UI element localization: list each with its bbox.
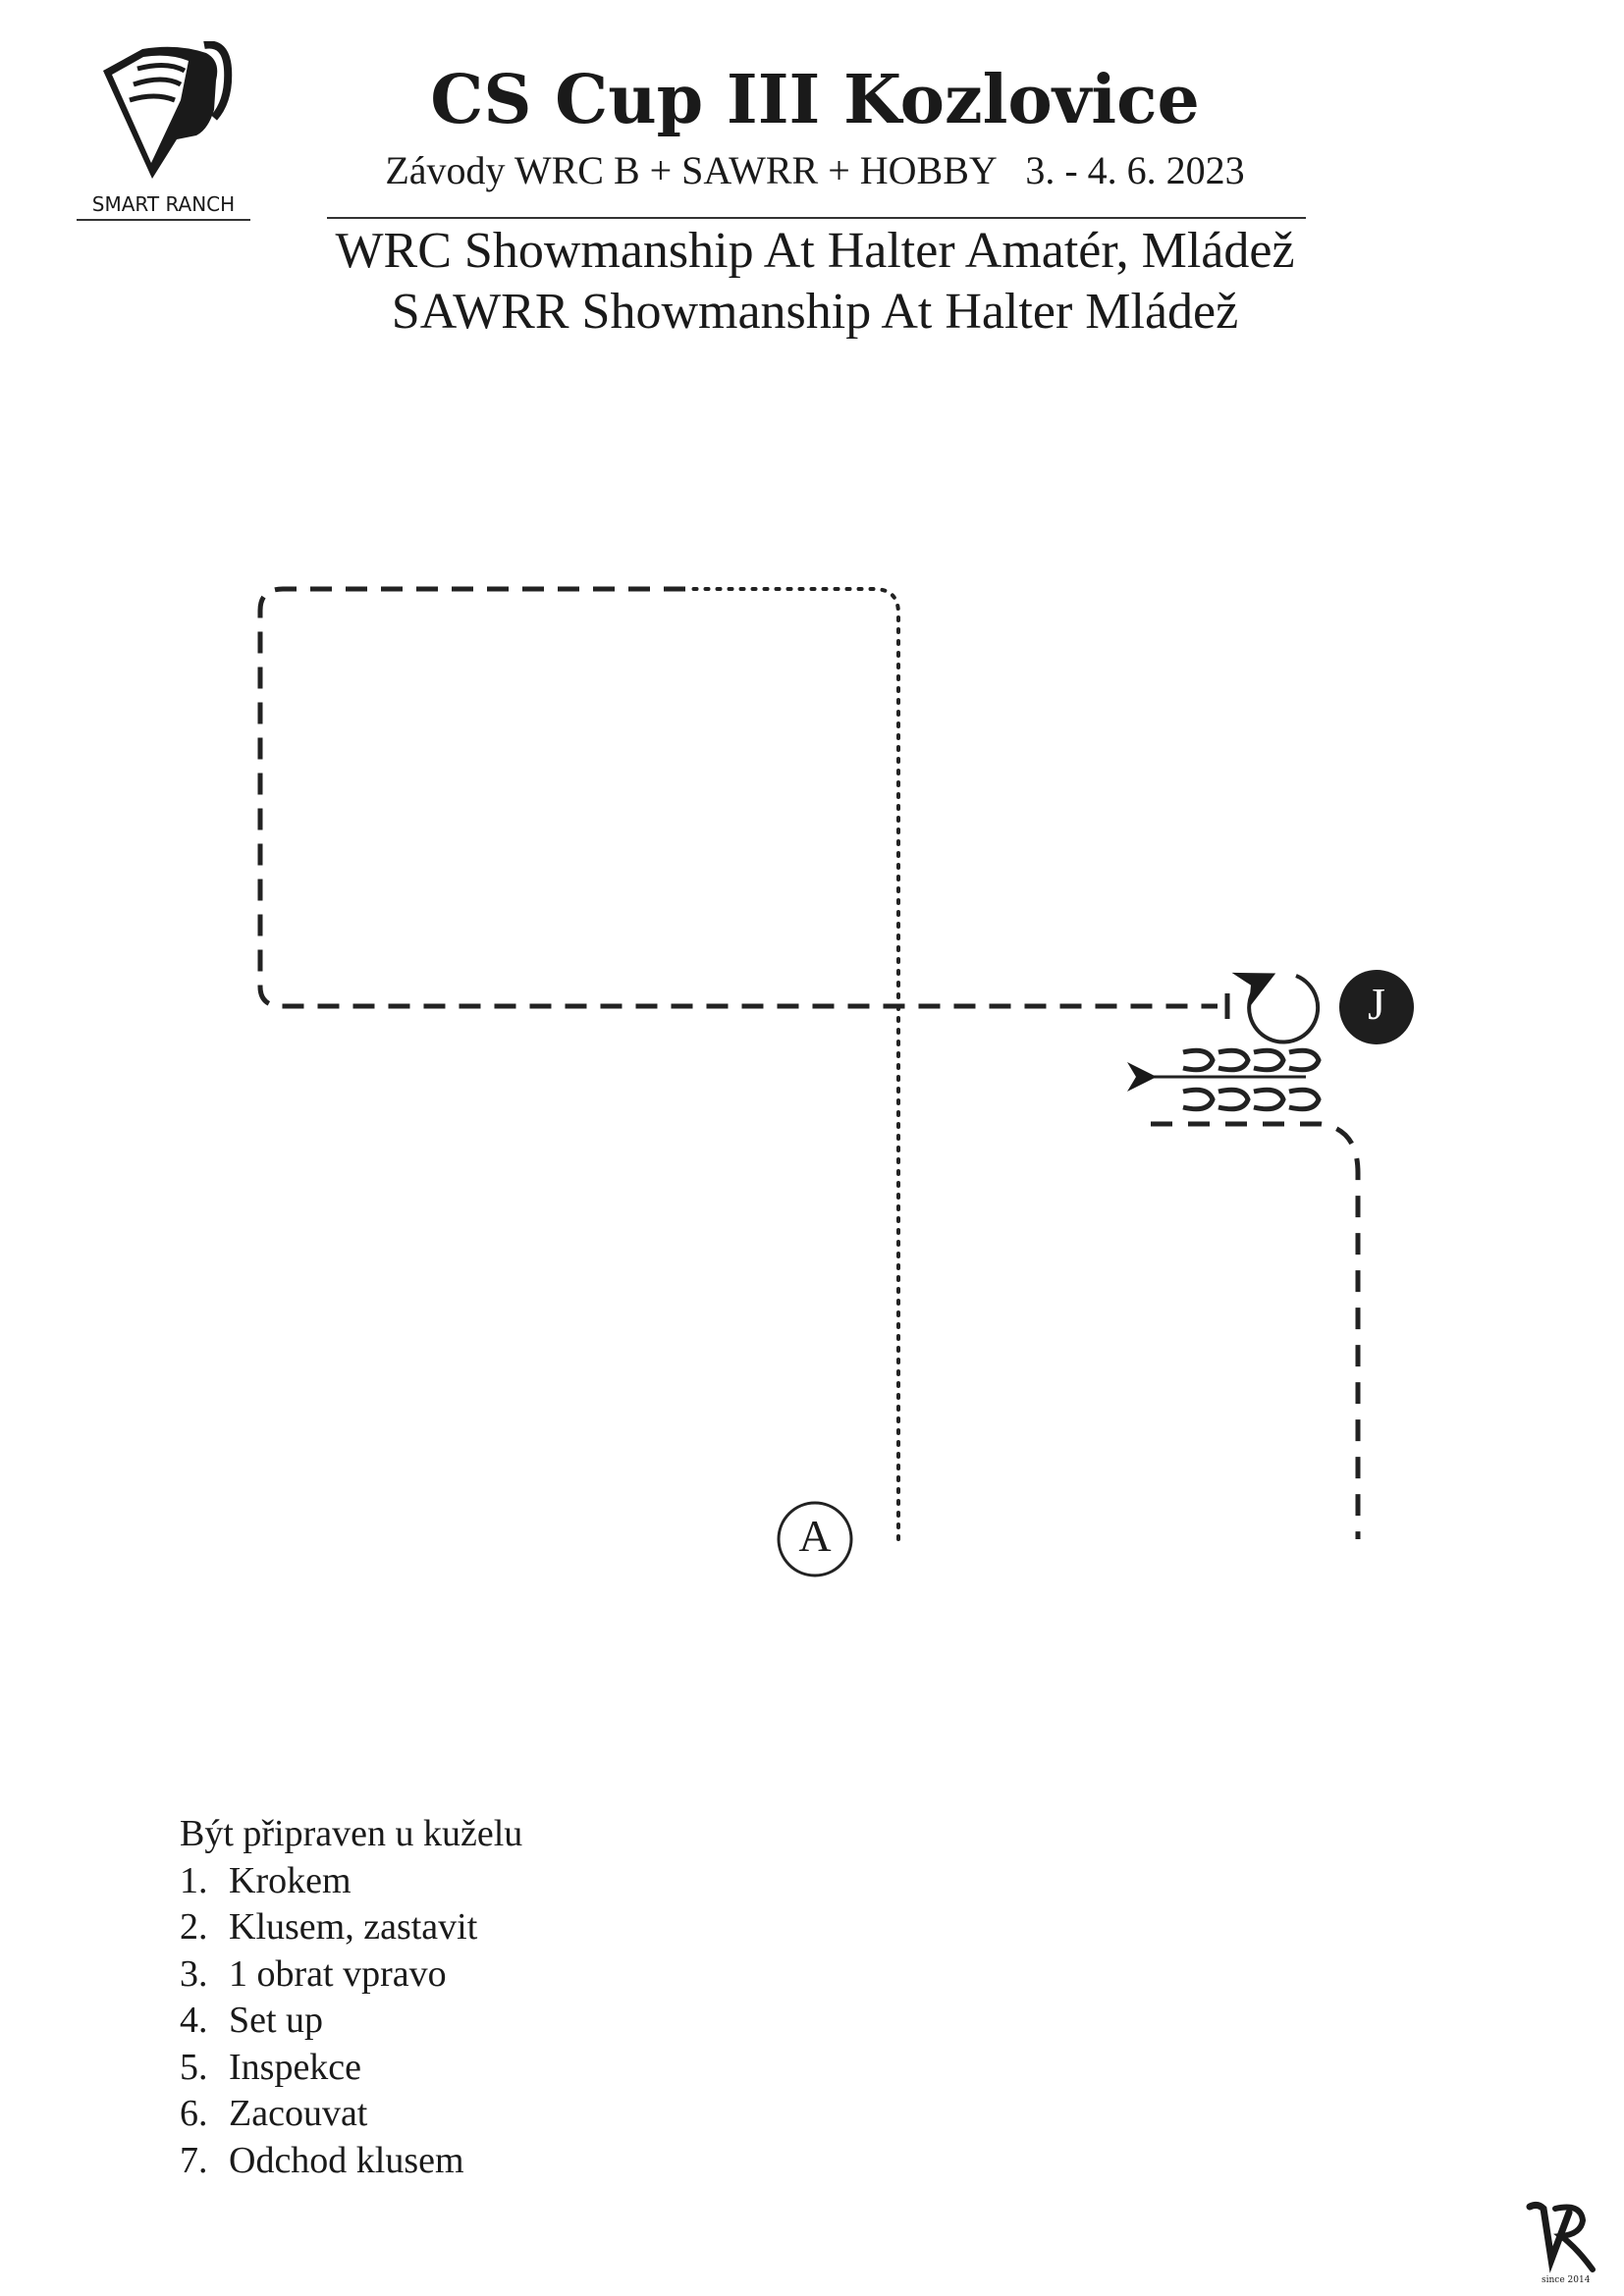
smart-ranch-logo — [103, 41, 233, 179]
smart-ranch-logo-text: SMART RANCH — [77, 192, 250, 221]
page-title: CS Cup III Kozlovice — [430, 61, 1200, 139]
step-item: 4.Set up — [180, 2000, 324, 2041]
class-title-2: SAWRR Showmanship At Halter Mládež — [391, 284, 1239, 340]
marker-j-label: J — [1368, 979, 1385, 1029]
step-item: 3.1 obrat vpravo — [180, 1952, 447, 1995]
exit-path — [1151, 1121, 1361, 1539]
pattern-diagram — [257, 586, 1414, 1577]
vr-logo — [1526, 2201, 1596, 2273]
marker-a-label: A — [798, 1511, 832, 1561]
vr-logo-since: since 2014 — [1542, 2275, 1591, 2285]
trot-path — [257, 586, 1218, 1009]
instructions-intro: Být připraven u kuželu — [180, 1813, 523, 1854]
instructions-list: Být připraven u kuželu 1.Krokem 2.Klusem… — [180, 1811, 522, 2184]
turn-circle — [1231, 972, 1321, 1044]
event-subtitle: Závody WRC B + SAWRR + HOBBY 3. - 4. 6. … — [385, 148, 1245, 192]
step-item: 7.Odchod klusem — [180, 2139, 464, 2181]
backup-symbol — [1127, 1047, 1322, 1112]
step-item: 2.Klusem, zastavit — [180, 1906, 478, 1948]
marker-j — [1339, 970, 1414, 1044]
step-item: 6.Zacouvat — [180, 2093, 368, 2134]
class-title-1: WRC Showmanship At Halter Amatér, Mládež — [335, 223, 1295, 279]
step-item: 1.Krokem — [180, 1859, 352, 1901]
step-item: 5.Inspekce — [180, 2046, 362, 2088]
marker-a — [777, 1501, 853, 1577]
walk-path — [685, 587, 900, 1541]
header-divider — [327, 217, 1306, 219]
